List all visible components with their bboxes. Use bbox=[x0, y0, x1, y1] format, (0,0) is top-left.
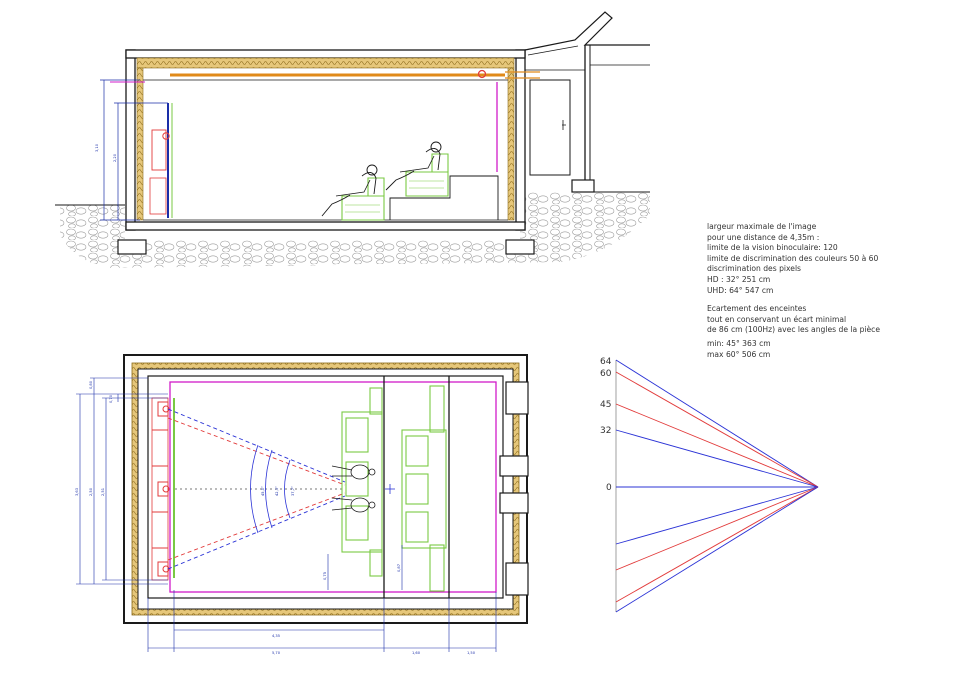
plan-room bbox=[147, 375, 504, 599]
plan-angle-42: 42,3° bbox=[275, 486, 279, 496]
angle-ray bbox=[615, 486, 819, 613]
plan-seats-front bbox=[341, 387, 383, 577]
plan-dim-seat-087: 0,87 bbox=[397, 564, 401, 572]
angle-note-line: min: 45° 363 cm bbox=[707, 338, 771, 348]
plan-dim-435: 4,35 bbox=[272, 634, 280, 638]
plan-view: 45,0° 42,3° 37,7° bbox=[75, 354, 529, 655]
plan-dim-570: 5,70 bbox=[272, 651, 281, 655]
wall-left bbox=[125, 49, 136, 231]
angle-label-0: 0 bbox=[606, 483, 612, 493]
plan-dim-160: 1,60 bbox=[412, 651, 421, 655]
angle-ray bbox=[615, 371, 819, 488]
footing-left bbox=[117, 239, 147, 255]
plan-acoustic-outline bbox=[169, 381, 497, 593]
section-view: 3,10 2,20 bbox=[55, 11, 650, 268]
note-line: UHD: 64° 547 cm bbox=[707, 285, 774, 295]
plan-outer-wall bbox=[123, 354, 528, 624]
center-speaker-section bbox=[151, 129, 167, 171]
plan-dim-seat-075: 0,75 bbox=[323, 572, 327, 580]
plan-viewers bbox=[331, 464, 376, 513]
plan-dim-250: 2,50 bbox=[89, 487, 93, 496]
plan-dim-251: 2,51 bbox=[101, 488, 105, 496]
subwoofer-section bbox=[149, 177, 167, 215]
riser-platform bbox=[389, 175, 499, 220]
footing-right bbox=[505, 239, 535, 255]
wall-insulation-left bbox=[136, 67, 144, 221]
viewing-angle-diagram: 64 60 45 32 0 bbox=[600, 357, 819, 613]
angle-label-60: 60 bbox=[600, 369, 612, 379]
angle-note-line: max 60° 506 cm bbox=[707, 349, 771, 359]
annex-structure bbox=[524, 11, 650, 180]
plan-dim-070: 0,70 bbox=[109, 394, 113, 403]
seat-rear-section bbox=[385, 141, 449, 197]
angle-ray bbox=[615, 486, 819, 603]
note-line: largeur maximale de l'image bbox=[707, 222, 817, 231]
wall-right bbox=[515, 49, 526, 231]
speaker-note-line: tout en conservant un écart minimal bbox=[707, 314, 847, 324]
plan-angle-37: 37,7° bbox=[291, 486, 295, 496]
plan-dimension-lines bbox=[76, 377, 497, 652]
note-gap bbox=[707, 296, 947, 304]
note-line: pour une distance de 4,35m : bbox=[707, 232, 820, 242]
angle-label-45: 45 bbox=[600, 400, 611, 410]
wall-insulation-right bbox=[507, 67, 515, 221]
duct-outlet-icon bbox=[477, 69, 487, 79]
design-notes: largeur maximale de l'image pour une dis… bbox=[707, 222, 947, 360]
angle-ray bbox=[615, 486, 819, 571]
plan-sight-lines bbox=[167, 408, 346, 570]
front-speakers-plan bbox=[152, 401, 170, 577]
floor-slab bbox=[125, 221, 526, 231]
footing-annex bbox=[571, 179, 595, 193]
angle-rays bbox=[615, 359, 819, 613]
speaker-note-line: de 86 cm (100Hz) avec les angles de la p… bbox=[707, 325, 881, 335]
plan-dim-150: 1,50 bbox=[467, 651, 476, 655]
note-line: limite de discrimination des couleurs 50… bbox=[707, 253, 879, 263]
section-dimensions bbox=[100, 79, 168, 221]
plan-dim-080: 0,80 bbox=[89, 380, 93, 389]
section-dim-height: 3,10 bbox=[95, 143, 99, 152]
note-line: HD : 32° 251 cm bbox=[707, 274, 771, 284]
angle-ray bbox=[615, 403, 819, 488]
speaker-note-line: Ecartement des enceintes bbox=[707, 304, 807, 314]
ground-gravel bbox=[60, 192, 650, 268]
plan-wall-openings bbox=[499, 381, 529, 596]
plan-angle-arcs bbox=[250, 444, 291, 534]
angle-label-32: 32 bbox=[600, 426, 611, 436]
plan-seats-rear bbox=[401, 385, 447, 592]
note-line: discrimination des pixels bbox=[707, 264, 802, 274]
angle-ray bbox=[615, 359, 819, 488]
angle-label-64: 64 bbox=[600, 357, 612, 367]
angle-ray bbox=[615, 486, 819, 545]
plan-angle-45: 45,0° bbox=[261, 486, 265, 496]
section-dim-screen: 2,20 bbox=[113, 153, 117, 162]
note-line: limite de la vision binoculaire: 120 bbox=[707, 243, 838, 253]
roof-slab bbox=[125, 49, 526, 59]
roof-insulation bbox=[136, 57, 515, 69]
angle-ray bbox=[615, 429, 819, 488]
speaker-icon-section bbox=[162, 132, 170, 140]
plan-dim-363: 3,63 bbox=[75, 488, 79, 496]
seat-front-section bbox=[321, 164, 385, 221]
